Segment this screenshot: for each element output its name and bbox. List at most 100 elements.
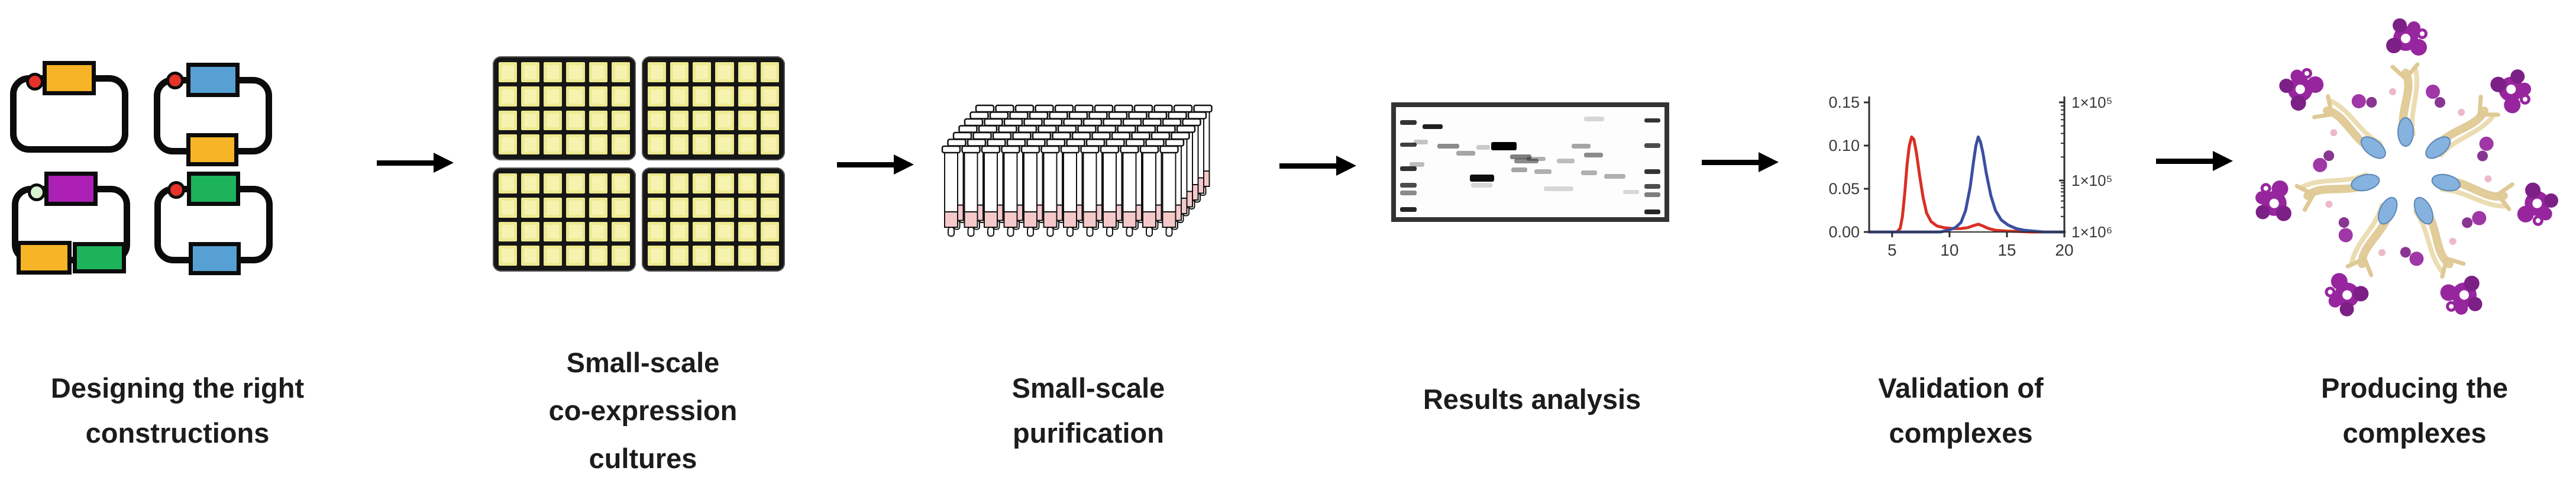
label-line: complexes xyxy=(1889,417,2033,449)
culture-well xyxy=(499,173,518,194)
culture-well xyxy=(648,221,667,242)
gel-band xyxy=(1399,166,1417,172)
culture-well xyxy=(670,110,689,131)
gel-lanes xyxy=(1396,107,1664,217)
culture-well xyxy=(693,110,712,131)
label-line: cultures xyxy=(589,443,697,474)
label-line: co-expression xyxy=(548,395,738,426)
culture-well xyxy=(760,246,779,266)
culture-well xyxy=(611,62,630,82)
culture-well xyxy=(670,134,689,154)
gel-band xyxy=(1399,183,1417,188)
step-label-validation-of-complexes: Validation of complexes xyxy=(1736,366,2186,456)
left-axis-tick-label: 0.05 xyxy=(1828,180,1860,198)
culture-well xyxy=(589,246,607,266)
gel-band xyxy=(1437,144,1459,149)
right-axis-tick-label: 1×10⁵ xyxy=(2071,94,2112,111)
plasmid-4 xyxy=(153,172,290,277)
culture-well xyxy=(499,221,518,242)
gel-band xyxy=(1644,184,1661,189)
culture-well xyxy=(499,110,518,131)
arrow-head xyxy=(2213,151,2233,171)
elution-trace-red xyxy=(1867,135,2066,234)
gene-box xyxy=(17,241,72,275)
origin-dot xyxy=(166,72,184,89)
label-line: complexes xyxy=(2342,417,2487,449)
label-line: purification xyxy=(1013,417,1164,449)
gel-band xyxy=(1527,156,1546,162)
purification-columns-illustration xyxy=(941,104,1213,237)
culture-well xyxy=(693,86,712,107)
gel-electrophoresis-image xyxy=(1391,102,1669,222)
arrow-shaft xyxy=(377,160,436,166)
gel-band xyxy=(1622,189,1639,195)
label-line: Validation of xyxy=(1878,372,2044,404)
culture-well xyxy=(566,197,585,218)
culture-well xyxy=(499,134,518,154)
culture-well xyxy=(715,134,734,154)
arrow-head xyxy=(1759,152,1779,172)
gel-band xyxy=(1644,209,1661,214)
culture-well xyxy=(521,86,540,107)
arrow-head xyxy=(434,153,454,173)
culture-well xyxy=(499,62,518,82)
culture-well xyxy=(648,173,667,194)
step-label-designing-constructions: Designing the right constructions xyxy=(0,366,402,456)
arrow-head xyxy=(1336,156,1356,176)
culture-well xyxy=(611,246,630,266)
elution-trace-blue xyxy=(1867,135,2066,234)
culture-well xyxy=(693,173,712,194)
gel-band xyxy=(1514,159,1539,163)
culture-well xyxy=(738,197,757,218)
gel-band xyxy=(1572,144,1591,149)
right-axis-tick-label: 1×10⁵ xyxy=(2071,172,2112,189)
culture-well xyxy=(693,134,712,154)
label-line: Designing the right xyxy=(50,372,305,404)
culture-well xyxy=(566,246,585,266)
microplate xyxy=(493,167,636,272)
gene-box xyxy=(44,172,98,206)
flow-arrow-4 xyxy=(1702,152,1779,172)
gel-band xyxy=(1644,192,1661,197)
culture-well xyxy=(521,246,540,266)
label-line: Small-scale xyxy=(566,347,720,378)
gene-box xyxy=(186,133,238,166)
culture-well xyxy=(544,62,563,82)
x-axis-tick-label: 15 xyxy=(1998,241,2016,259)
arrow-shaft xyxy=(1279,163,1339,169)
origin-dot xyxy=(28,183,46,201)
complex-arm xyxy=(2386,18,2445,147)
culture-well xyxy=(611,221,630,242)
culture-well xyxy=(589,221,607,242)
gene-box xyxy=(187,172,240,206)
gel-band xyxy=(1583,116,1604,121)
culture-well xyxy=(715,110,734,131)
culture-well xyxy=(566,62,585,82)
gel-band xyxy=(1511,167,1528,173)
gel-band xyxy=(1644,118,1661,123)
culture-well xyxy=(544,86,563,107)
gene-box xyxy=(43,61,96,95)
microplate xyxy=(642,167,785,272)
complex-arm xyxy=(2279,67,2386,159)
step-label-coexpression-cultures: Small-scale co-expression cultures xyxy=(418,339,868,482)
culture-well xyxy=(544,221,563,242)
label-line: Producing the xyxy=(2321,372,2508,404)
step-label-results-analysis: Results analysis xyxy=(1307,377,1757,422)
culture-well xyxy=(648,110,667,131)
step-label-small-scale-purification: Small-scale purification xyxy=(864,366,1313,456)
culture-well xyxy=(499,86,518,107)
culture-well xyxy=(715,86,734,107)
complex-arm xyxy=(2431,173,2558,228)
culture-well xyxy=(648,246,667,266)
culture-well xyxy=(589,134,607,154)
culture-well xyxy=(521,173,540,194)
culture-well xyxy=(670,246,689,266)
culture-well xyxy=(670,86,689,107)
gel-band xyxy=(1581,170,1598,175)
culture-well xyxy=(760,86,779,107)
plasmid-constructs-illustration xyxy=(9,61,292,277)
culture-well xyxy=(589,197,607,218)
culture-well xyxy=(760,62,779,82)
